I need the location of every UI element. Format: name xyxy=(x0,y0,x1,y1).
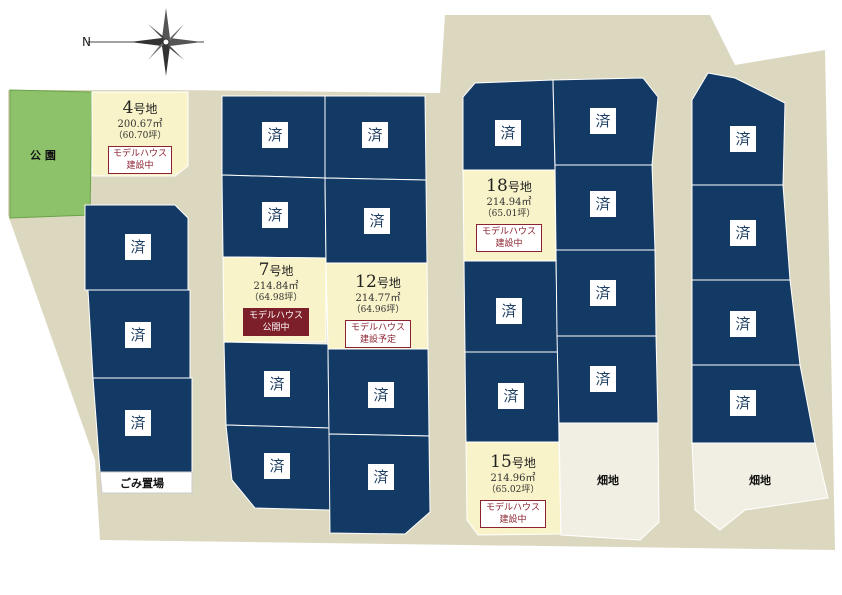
lot-tsubo: （60.70坪） xyxy=(113,131,167,141)
lot-area: 214.77㎡ xyxy=(355,293,401,304)
model-house-status-badge: モデルハウス 建設中 xyxy=(480,500,546,528)
model-house-status-badge: モデルハウス 建設予定 xyxy=(345,320,411,348)
sold-marker[interactable]: 済 xyxy=(264,453,290,479)
sold-marker[interactable]: 済 xyxy=(590,108,616,134)
sold-marker[interactable]: 済 xyxy=(496,298,522,324)
sold-marker[interactable]: 済 xyxy=(590,280,616,306)
field-area xyxy=(691,442,829,531)
lot-suffix: 号地 xyxy=(133,102,158,116)
lot-15-info[interactable]: 15号地 214.96㎡ （65.02坪） モデルハウス 建設中 xyxy=(470,452,556,528)
sold-marker[interactable]: 済 xyxy=(498,383,524,409)
model-house-status-badge: モデルハウス 建設中 xyxy=(476,224,542,252)
lot-suffix: 号地 xyxy=(511,456,536,470)
lot-suffix: 号地 xyxy=(269,264,294,278)
field-area xyxy=(558,422,660,541)
garbage-station-label: ごみ置場 xyxy=(120,477,164,490)
lot-area: 214.96㎡ xyxy=(490,473,536,484)
lot-suffix: 号地 xyxy=(376,276,401,290)
sold-marker[interactable]: 済 xyxy=(125,234,151,260)
lot-number: 4 xyxy=(122,98,134,118)
lot-tsubo: （64.98坪） xyxy=(249,293,303,303)
lot-7-info[interactable]: 7号地 214.84㎡ （64.98坪） モデルハウス 公開中 xyxy=(230,260,322,336)
sold-marker[interactable]: 済 xyxy=(125,322,151,348)
lot-tsubo: （65.01坪） xyxy=(482,209,536,219)
sold-marker[interactable]: 済 xyxy=(590,366,616,392)
lot-number: 12 xyxy=(355,272,377,292)
lot-tsubo: （65.02坪） xyxy=(486,485,540,495)
lot-area: 214.84㎡ xyxy=(253,281,299,292)
sold-marker[interactable]: 済 xyxy=(495,120,521,146)
sold-marker[interactable]: 済 xyxy=(730,126,756,152)
lot-number: 7 xyxy=(258,260,270,280)
field-label: 畑地 xyxy=(749,474,771,487)
lot-area: 200.67㎡ xyxy=(117,119,163,130)
park-label: 公 園 xyxy=(30,149,56,162)
lot-number: 18 xyxy=(486,176,508,196)
lot-suffix: 号地 xyxy=(507,180,532,194)
sold-marker[interactable]: 済 xyxy=(262,122,288,148)
sold-marker[interactable]: 済 xyxy=(362,122,388,148)
lot-18-info[interactable]: 18号地 214.94㎡ （65.01坪） モデルハウス 建設中 xyxy=(466,176,552,252)
north-label: N xyxy=(82,35,91,49)
lot-area: 214.94㎡ xyxy=(486,197,532,208)
sold-marker[interactable]: 済 xyxy=(590,191,616,217)
lot-tsubo: （64.96坪） xyxy=(351,305,405,315)
sold-marker[interactable]: 済 xyxy=(364,208,390,234)
model-house-status-badge: モデルハウス 公開中 xyxy=(243,308,309,336)
sold-marker[interactable]: 済 xyxy=(264,371,290,397)
sold-marker[interactable]: 済 xyxy=(368,382,394,408)
lot-number: 15 xyxy=(490,452,512,472)
sold-marker[interactable]: 済 xyxy=(262,202,288,228)
sold-marker[interactable]: 済 xyxy=(730,220,756,246)
lot-12-info[interactable]: 12号地 214.77㎡ （64.96坪） モデルハウス 建設予定 xyxy=(332,272,424,348)
sold-marker[interactable]: 済 xyxy=(368,464,394,490)
model-house-status-badge: モデルハウス 建設中 xyxy=(108,146,172,174)
sold-marker[interactable]: 済 xyxy=(125,410,151,436)
compass-rose-icon xyxy=(88,8,204,76)
garbage-area xyxy=(99,471,193,494)
sold-marker[interactable]: 済 xyxy=(730,390,756,416)
sold-marker[interactable]: 済 xyxy=(730,311,756,337)
field-label: 畑地 xyxy=(597,474,619,487)
lot-4-info[interactable]: 4号地 200.67㎡ （60.70坪） モデルハウス 建設中 xyxy=(100,98,180,174)
